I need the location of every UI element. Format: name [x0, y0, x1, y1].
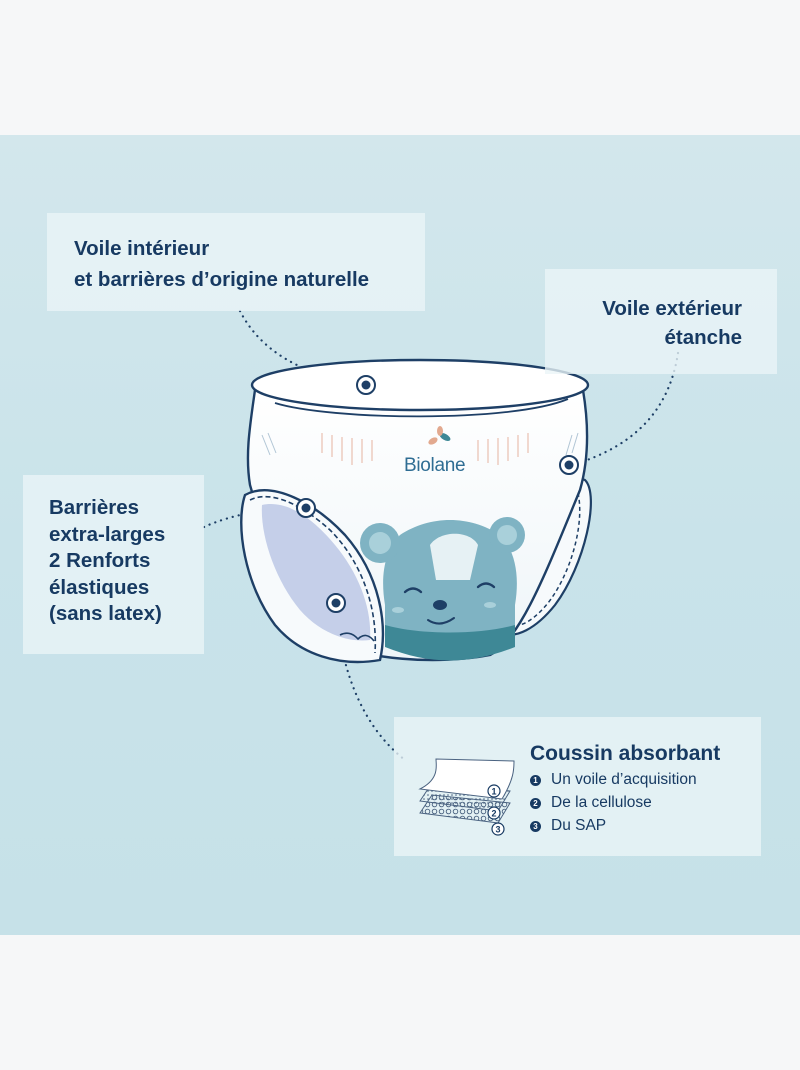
diagram-stage: Biolane Voile intérieur et barrières d’o… [0, 135, 800, 935]
bear-print [360, 517, 525, 661]
pad-item-text: Du SAP [551, 817, 607, 834]
barriers-line-4: élastiques [49, 575, 150, 599]
pad-item: 2 De la cellulose [530, 794, 652, 812]
pad-item-text: De la cellulose [551, 794, 652, 811]
marker-inner-veil-icon [356, 375, 376, 395]
layer-number-icons: 1 2 3 [487, 784, 505, 836]
marker-pad-icon [326, 593, 346, 613]
pad-item-text: Un voile d’acquisition [551, 771, 697, 788]
svg-text:2: 2 [491, 809, 496, 819]
barriers-line-2: extra-larges [49, 522, 166, 546]
barriers-label: Barrières extra-larges 2 Renforts élasti… [23, 475, 204, 654]
barriers-line-1: Barrières [49, 496, 140, 519]
absorbent-pad-label: 1 2 3 Coussin absorbant 1 Un voile d’acq… [394, 717, 761, 856]
outer-veil-line-2: étanche [664, 326, 742, 349]
marker-outer-veil-icon [559, 455, 579, 475]
pad-item: 3 Du SAP [530, 817, 606, 835]
pad-item-number: 3 [530, 820, 541, 832]
pad-item-number: 1 [530, 774, 541, 786]
pad-title: Coussin absorbant [530, 742, 721, 765]
marker-barriers-icon [296, 498, 316, 518]
callout-markers [296, 375, 579, 613]
inner-veil-line-2: et barrières d’origine naturelle [74, 268, 370, 291]
inner-veil-line-1: Voile intérieur [74, 237, 210, 260]
svg-text:1: 1 [491, 787, 496, 797]
pad-layers-icon: 1 2 3 [418, 758, 515, 836]
outer-veil-line-1: Voile extérieur [602, 297, 742, 320]
pad-item-number: 2 [530, 797, 541, 809]
brand-leaf-icon [428, 426, 451, 445]
pad-item: 1 Un voile d’acquisition [530, 771, 697, 789]
svg-text:3: 3 [495, 825, 500, 835]
barriers-line-5: (sans latex) [49, 602, 162, 625]
brand-logo: Biolane [404, 455, 466, 476]
barriers-line-3: 2 Renforts [49, 549, 151, 572]
diaper-illustration [202, 309, 680, 762]
inner-veil-label: Voile intérieur et barrières d’origine n… [47, 213, 425, 311]
outer-veil-label: Voile extérieur étanche [545, 269, 777, 374]
